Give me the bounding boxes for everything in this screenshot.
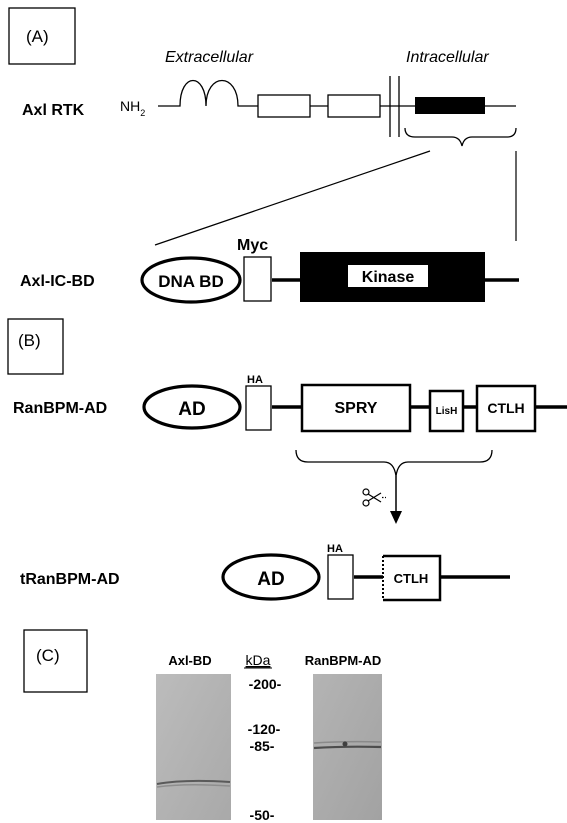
zoom-line-left (154, 150, 431, 246)
kinase-label: Kinase (362, 269, 415, 286)
panel-a-label-box (8, 7, 76, 65)
kinase-domain-small (415, 97, 485, 114)
marker-200: -200- (249, 676, 282, 692)
lish-domain (428, 389, 465, 433)
ig-domain-2 (327, 94, 381, 118)
panel-c-label-box (23, 629, 88, 693)
ranbpm-ad-label: RanBPM-AD (13, 400, 107, 417)
axl-ic-bd-label: Axl-IC-BD (20, 273, 95, 290)
panel-c: (C) Axl-BD kDa RanBPM-AD -200- -120- -85… (23, 629, 382, 823)
scissors-icon (362, 488, 386, 507)
gel-band-right (313, 745, 382, 750)
ad-label-truncated: AD (257, 569, 284, 590)
myc-label: Myc (237, 237, 268, 254)
marker-85: -85- (250, 738, 275, 754)
intracellular-title: Intracellular (406, 49, 489, 66)
dna-bd-domain (140, 256, 242, 304)
extracellular-title: Extracellular (165, 49, 254, 66)
dna-bd-label: DNA BD (158, 272, 223, 291)
kda-label: kDa (246, 652, 271, 668)
ig-domain-1 (257, 94, 311, 118)
truncation-brace (295, 449, 493, 477)
ranbpm-ad-lane-label: RanBPM-AD (305, 653, 382, 668)
gel-spot-right (342, 741, 348, 747)
ad-domain (142, 384, 242, 430)
gel-band-right-halo (313, 740, 382, 744)
nh2-label: NH2 (120, 98, 145, 118)
panel-c-label: (C) (36, 646, 60, 665)
receptor-backbone (158, 79, 516, 107)
lish-label: LisH (436, 406, 458, 417)
ha-tag-box-truncated (327, 554, 354, 600)
panel-a: (A) Extracellular Intracellular Axl RTK … (8, 7, 519, 304)
panel-b: (B) RanBPM-AD AD HA SPRY LisH CTLH tRanB… (7, 318, 567, 602)
panel-b-label: (B) (18, 331, 41, 350)
gel-lane-left (156, 674, 231, 820)
ad-domain-truncated (221, 553, 321, 601)
axl-bd-lane-label: Axl-BD (168, 653, 211, 668)
panel-a-label: (A) (26, 27, 49, 46)
arrow-head (390, 511, 402, 524)
gel-band-left-halo (156, 783, 231, 788)
spry-label: SPRY (335, 400, 378, 417)
intracellular-brace (404, 127, 517, 147)
panel-b-label-box (7, 318, 64, 375)
ctlh-label: CTLH (487, 400, 524, 416)
tranbpm-ad-label: tRanBPM-AD (20, 571, 120, 588)
spry-domain (300, 383, 412, 433)
marker-120: -120- (248, 721, 281, 737)
ad-label: AD (178, 399, 205, 420)
gel-band-left (156, 779, 231, 785)
ctlh-domain (475, 384, 537, 433)
ctlh-domain-truncated (383, 554, 442, 602)
ctlh-label-truncated: CTLH (394, 571, 429, 586)
kinase-label-bg (348, 265, 428, 287)
ha-label-truncated: HA (327, 543, 343, 555)
marker-50: -50- (250, 807, 275, 823)
ha-tag-box (245, 385, 272, 431)
axl-rtk-label: Axl RTK (22, 102, 85, 119)
myc-tag-box (243, 256, 272, 302)
ha-label: HA (247, 374, 263, 386)
